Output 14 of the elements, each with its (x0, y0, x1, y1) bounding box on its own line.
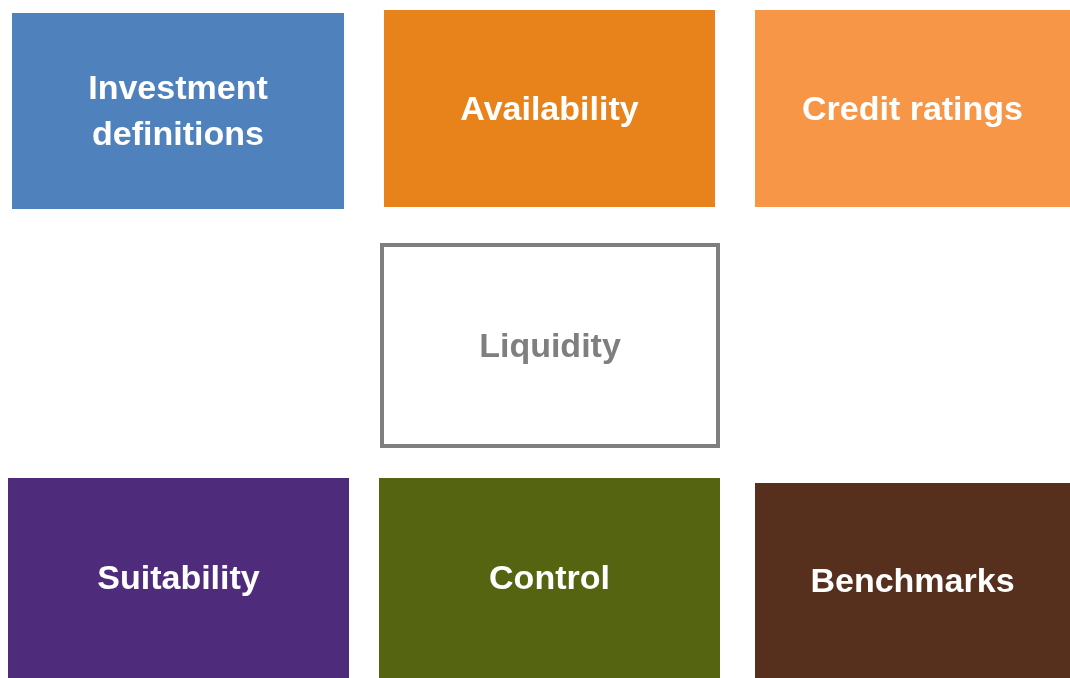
topic-label: Investment definitions (87, 67, 269, 154)
topic-box (8, 478, 349, 678)
topic-box (755, 483, 1070, 678)
topic-box (380, 243, 720, 448)
topic-box (384, 10, 715, 207)
topic-label: Control (488, 557, 611, 599)
topic-label: Suitability (96, 557, 261, 599)
topic-label: Benchmarks (809, 559, 1016, 601)
topic-label: Liquidity (478, 324, 622, 366)
topic-box (755, 10, 1070, 207)
topic-label: Availability (459, 87, 640, 129)
topic-label: Credit ratings (800, 87, 1024, 129)
topic-box (379, 478, 720, 678)
topic-box (12, 13, 344, 209)
